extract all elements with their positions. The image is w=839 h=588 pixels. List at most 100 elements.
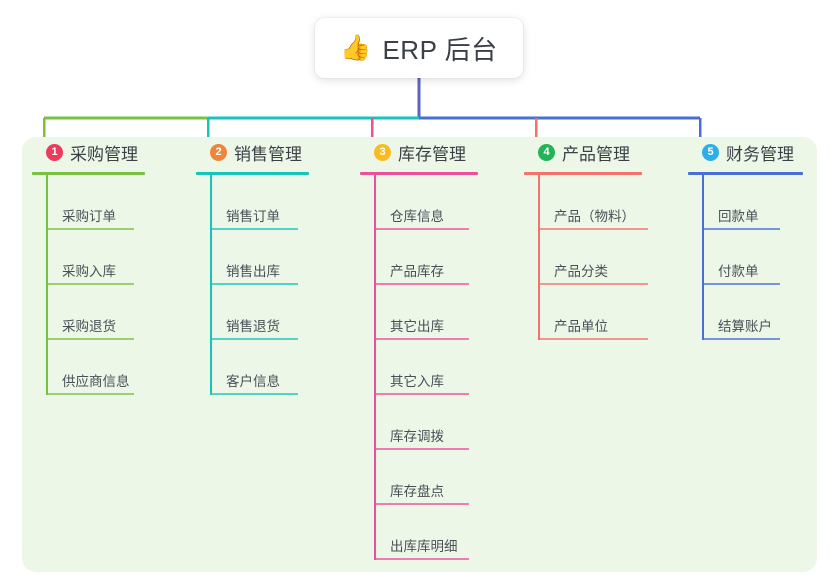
leaf-underline: [374, 393, 469, 395]
leaf-label: 库存盘点: [390, 484, 444, 499]
leaf-node[interactable]: 销售订单: [210, 175, 314, 230]
leaf-label: 采购退货: [62, 319, 116, 334]
leaf-node[interactable]: 客户信息: [210, 340, 314, 395]
leaf-node[interactable]: 产品（物料）: [538, 175, 648, 230]
leaf-label: 产品库存: [390, 264, 444, 279]
leaf-underline: [374, 228, 469, 230]
branch-header-4[interactable]: 4 产品管理: [524, 137, 644, 167]
leaf-label: 客户信息: [226, 374, 280, 389]
leaf-label: 出库库明细: [390, 539, 458, 554]
leaf-node[interactable]: 采购退货: [46, 285, 150, 340]
branch-title: 库存管理: [398, 144, 466, 164]
branch-title: 采购管理: [70, 144, 138, 164]
leaf-label: 供应商信息: [62, 374, 130, 389]
branch-leaf-list: 仓库信息产品库存其它出库其它入库库存调拨库存盘点出库库明细: [374, 175, 480, 560]
leaf-label: 产品分类: [554, 264, 608, 279]
leaf-label: 仓库信息: [390, 209, 444, 224]
leaf-node[interactable]: 其它入库: [374, 340, 480, 395]
branch-header-underline: [196, 172, 309, 175]
leaf-underline: [210, 393, 298, 395]
branch-header-3[interactable]: 3 库存管理: [360, 137, 480, 167]
leaf-label: 回款单: [718, 209, 759, 224]
leaf-node[interactable]: 产品分类: [538, 230, 648, 285]
leaf-label: 产品单位: [554, 319, 608, 334]
leaf-label: 销售出库: [226, 264, 280, 279]
leaf-underline: [210, 283, 298, 285]
branch-title: 产品管理: [562, 144, 630, 164]
branches-panel: [22, 137, 817, 572]
branch-spine: [46, 175, 48, 395]
leaf-node[interactable]: 结算账户: [702, 285, 806, 340]
leaf-label: 结算账户: [718, 319, 772, 334]
leaf-node[interactable]: 付款单: [702, 230, 806, 285]
leaf-underline: [374, 448, 469, 450]
branch-leaf-list: 回款单付款单结算账户: [702, 175, 806, 340]
leaf-label: 其它入库: [390, 374, 444, 389]
leaf-label: 销售订单: [226, 209, 280, 224]
leaf-underline: [46, 393, 134, 395]
leaf-node[interactable]: 库存盘点: [374, 450, 480, 505]
branch-spine: [374, 175, 376, 560]
leaf-node[interactable]: 采购入库: [46, 230, 150, 285]
leaf-node[interactable]: 仓库信息: [374, 175, 480, 230]
leaf-underline: [702, 228, 780, 230]
root-node[interactable]: 👍 ERP 后台: [315, 18, 523, 78]
leaf-node[interactable]: 采购订单: [46, 175, 150, 230]
root-title: ERP 后台: [382, 34, 498, 65]
leaf-label: 付款单: [718, 264, 759, 279]
leaf-node[interactable]: 回款单: [702, 175, 806, 230]
branch-column-2: 2 销售管理销售订单销售出库销售退货客户信息: [196, 137, 314, 395]
leaf-label: 采购入库: [62, 264, 116, 279]
branch-header-underline: [524, 172, 642, 175]
leaf-node[interactable]: 销售出库: [210, 230, 314, 285]
leaf-label: 产品（物料）: [554, 209, 635, 224]
leaf-node[interactable]: 出库库明细: [374, 505, 480, 560]
leaf-underline: [538, 283, 648, 285]
leaf-underline: [702, 338, 780, 340]
leaf-node[interactable]: 库存调拨: [374, 395, 480, 450]
leaf-label: 采购订单: [62, 209, 116, 224]
branch-leaf-list: 销售订单销售出库销售退货客户信息: [210, 175, 314, 395]
branch-spine: [210, 175, 212, 395]
root-node-content: 👍 ERP 后台: [340, 30, 497, 67]
branch-leaf-list: 产品（物料） 产品分类产品单位: [538, 175, 648, 340]
branch-header-2[interactable]: 2 销售管理: [196, 137, 314, 167]
leaf-node[interactable]: 产品单位: [538, 285, 648, 340]
branch-header-underline: [688, 172, 803, 175]
leaf-node[interactable]: 其它出库: [374, 285, 480, 340]
branch-spine: [538, 175, 540, 340]
leaf-underline: [374, 283, 469, 285]
leaf-underline: [46, 283, 134, 285]
leaf-underline: [46, 338, 134, 340]
branch-column-5: 5 财务管理回款单付款单结算账户: [688, 137, 806, 340]
branch-number-badge: 4: [538, 143, 555, 161]
leaf-node[interactable]: 产品库存: [374, 230, 480, 285]
branch-number-badge: 3: [374, 143, 391, 161]
leaf-underline: [374, 338, 469, 340]
branch-column-4: 4 产品管理产品（物料） 产品分类产品单位: [524, 137, 648, 340]
thumbs-up-icon: 👍: [340, 33, 372, 62]
leaf-underline: [210, 228, 298, 230]
branch-header-underline: [32, 172, 145, 175]
branch-header-5[interactable]: 5 财务管理: [688, 137, 806, 167]
branch-header-underline: [360, 172, 478, 175]
leaf-underline: [538, 338, 648, 340]
branch-header-1[interactable]: 1 采购管理: [32, 137, 150, 167]
branch-number-badge: 5: [702, 143, 719, 161]
leaf-label: 销售退货: [226, 319, 280, 334]
leaf-node[interactable]: 供应商信息: [46, 340, 150, 395]
branch-title: 财务管理: [726, 144, 794, 164]
branch-number-badge: 1: [46, 143, 63, 161]
branch-column-1: 1 采购管理采购订单采购入库采购退货供应商信息: [32, 137, 150, 395]
branch-leaf-list: 采购订单采购入库采购退货供应商信息: [46, 175, 150, 395]
leaf-node[interactable]: 销售退货: [210, 285, 314, 340]
branch-spine: [702, 175, 704, 340]
leaf-label: 库存调拨: [390, 429, 444, 444]
leaf-underline: [374, 503, 469, 505]
branch-column-3: 3 库存管理仓库信息产品库存其它出库其它入库库存调拨库存盘点出库库明细: [360, 137, 480, 560]
leaf-label: 其它出库: [390, 319, 444, 334]
branch-number-badge: 2: [210, 143, 227, 161]
branch-title: 销售管理: [234, 144, 302, 164]
leaf-underline: [210, 338, 298, 340]
